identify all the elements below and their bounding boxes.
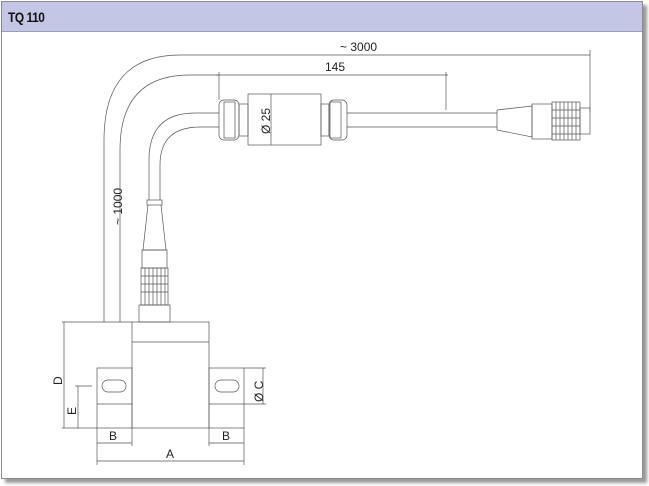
header-bar: TQ 110 [2, 2, 642, 32]
dim-line-1000 [119, 74, 219, 322]
dim-label-a: A [166, 447, 174, 461]
mounting-slot-left [101, 379, 127, 393]
page-title: TQ 110 [8, 8, 45, 25]
dim-label-1000: ~ 1000 [111, 188, 125, 225]
dim-label-b-left: B [109, 429, 117, 443]
cable [148, 112, 219, 200]
dim-label-e: E [65, 407, 79, 415]
drawing-panel: TQ 110 [1, 1, 643, 479]
dim-label-d: D [51, 376, 65, 385]
sensor-connector [138, 199, 171, 323]
output-connector [496, 101, 591, 141]
dim-label-145: 145 [325, 60, 345, 74]
output-cable [347, 112, 497, 128]
dim-label-d25: Ø 25 [259, 108, 273, 134]
dim-line-3000 [103, 54, 590, 322]
dim-label-b-right: B [222, 429, 230, 443]
amplifier [218, 93, 348, 146]
dim-label-c: Ø C [252, 380, 266, 402]
dim-label-3000: ~ 3000 [340, 40, 377, 54]
mounting-slot-right [214, 379, 240, 393]
sensor-body [96, 321, 245, 429]
